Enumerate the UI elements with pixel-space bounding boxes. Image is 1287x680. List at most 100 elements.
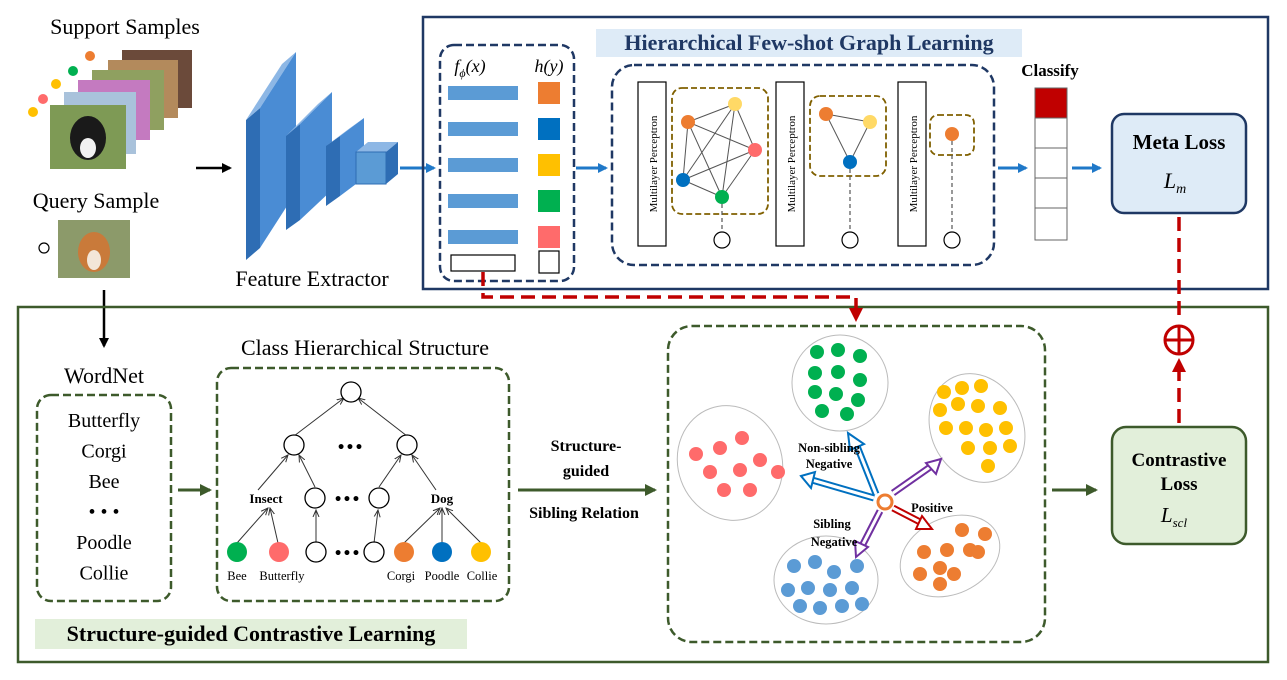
- anchor-query-node: [876, 493, 894, 511]
- wordnet-box: [35, 393, 173, 603]
- wordnet-item: Collie: [80, 563, 129, 585]
- leaf-label-bee: Bee: [227, 569, 247, 583]
- embedding-point: [793, 599, 807, 613]
- positive-arrow: [891, 504, 935, 530]
- leaf-label-collie: Collie: [467, 569, 498, 583]
- relation-label-2: guided: [563, 463, 609, 480]
- h-y-label: h(y): [535, 56, 564, 77]
- embedding-point: [733, 463, 747, 477]
- relation-label-3: Sibling Relation: [529, 505, 639, 522]
- feature-to-contrastive-link: [481, 272, 863, 322]
- embedding-point: [808, 366, 822, 380]
- sibling-label-1: Sibling: [813, 517, 851, 531]
- embedding-point: [940, 543, 954, 557]
- embedding-point: [1003, 439, 1017, 453]
- wordnet-item: Butterfly: [68, 410, 140, 432]
- hierarchy-edges: [236, 398, 482, 544]
- node-dog-label: Dog: [431, 491, 454, 506]
- embedding-point: [955, 523, 969, 537]
- embedding-point: [851, 393, 865, 407]
- embedding-point: [781, 583, 795, 597]
- hfgl-panel: [421, 15, 1270, 291]
- leaf-label-poodle: Poodle: [425, 569, 460, 583]
- embedding-point: [808, 555, 822, 569]
- support-dot: [68, 66, 78, 76]
- embedding-point: [743, 483, 757, 497]
- support-dot: [51, 79, 61, 89]
- query-image-corgi: [58, 220, 130, 278]
- non-sibling-label-2: Negative: [806, 457, 853, 471]
- wordnet-item: Bee: [88, 471, 119, 493]
- support-dot: [38, 94, 48, 104]
- class-label-box: [538, 82, 560, 104]
- hfgl-title: Hierarchical Few-shot Graph Learning: [624, 30, 993, 55]
- graph1-query-node: [713, 231, 731, 249]
- contrastive-label-2: Loss: [1161, 474, 1198, 495]
- graph-edges-2: [825, 113, 871, 163]
- wordnet-title: WordNet: [64, 363, 144, 388]
- embedding-point: [937, 385, 951, 399]
- embedding-point: [801, 581, 815, 595]
- hierarchy-ellipsis: •••: [337, 440, 364, 456]
- positive-label: Positive: [911, 501, 953, 515]
- sibling-arrows: [853, 457, 943, 560]
- embedding-point: [971, 545, 985, 559]
- embedding-point: [735, 431, 749, 445]
- graph2-node: [843, 155, 857, 169]
- contrastive-symbol: Lscl: [1160, 503, 1188, 530]
- f-phi-label: fϕ(x): [454, 56, 485, 80]
- mlp-label-2: Multilayer Perceptron: [786, 115, 798, 212]
- embedding-point: [829, 387, 843, 401]
- embedding-point: [933, 403, 947, 417]
- graph1-node: [728, 97, 742, 111]
- embedding-point: [835, 599, 849, 613]
- relation-label-1: Structure-: [551, 438, 622, 455]
- contrastive-label-1: Contrastive: [1132, 450, 1227, 471]
- embedding-point: [823, 583, 837, 597]
- leaf-label-corgi: Corgi: [387, 569, 416, 583]
- graph2-query-node: [841, 231, 859, 249]
- feature-extractor-cnn: [246, 52, 398, 260]
- embedding-point: [717, 483, 731, 497]
- classify-vector: [1034, 87, 1068, 241]
- embedding-point: [840, 407, 854, 421]
- feature-rows: [448, 82, 560, 248]
- query-feature-bar: [450, 254, 516, 272]
- leaf-node-corgi: [394, 542, 414, 562]
- leaf-node-bee: [227, 542, 247, 562]
- mlp-block-1: [637, 81, 667, 247]
- embedding-point: [787, 559, 801, 573]
- embedding-point: [831, 365, 845, 379]
- query-dot: [38, 242, 50, 254]
- embedding-point: [983, 441, 997, 455]
- leaf-node-butterfly: [269, 542, 289, 562]
- scl-title: Structure-guided Contrastive Learning: [67, 621, 436, 646]
- embedding-point: [815, 404, 829, 418]
- hierarchy-box: [215, 366, 511, 603]
- hfgl-title-bg: [596, 29, 1022, 57]
- feature-bar: [448, 194, 518, 208]
- embedding-point: [855, 597, 869, 611]
- class-label-box: [538, 154, 560, 176]
- graph-group-1: [671, 87, 769, 215]
- classify-label: Classify: [1021, 61, 1079, 80]
- embedding-point: [703, 465, 717, 479]
- embedding-point: [845, 581, 859, 595]
- meta-loss-box: [1110, 112, 1248, 215]
- embedding-point: [959, 421, 973, 435]
- meta-loss-title: Meta Loss: [1133, 130, 1226, 154]
- graph3-node: [945, 127, 959, 141]
- embedding-point: [713, 441, 727, 455]
- feature-bar: [448, 86, 518, 100]
- embedding-point: [999, 421, 1013, 435]
- cluster-dots: [689, 343, 1017, 615]
- graph1-node: [715, 190, 729, 204]
- embedding-point: [978, 527, 992, 541]
- feature-bar: [448, 230, 518, 244]
- embedding-point: [813, 601, 827, 615]
- mlp-block-3: [897, 81, 927, 247]
- cluster-red: [676, 405, 784, 521]
- leaf-node-collie: [471, 542, 491, 562]
- embedding-point: [993, 401, 1007, 415]
